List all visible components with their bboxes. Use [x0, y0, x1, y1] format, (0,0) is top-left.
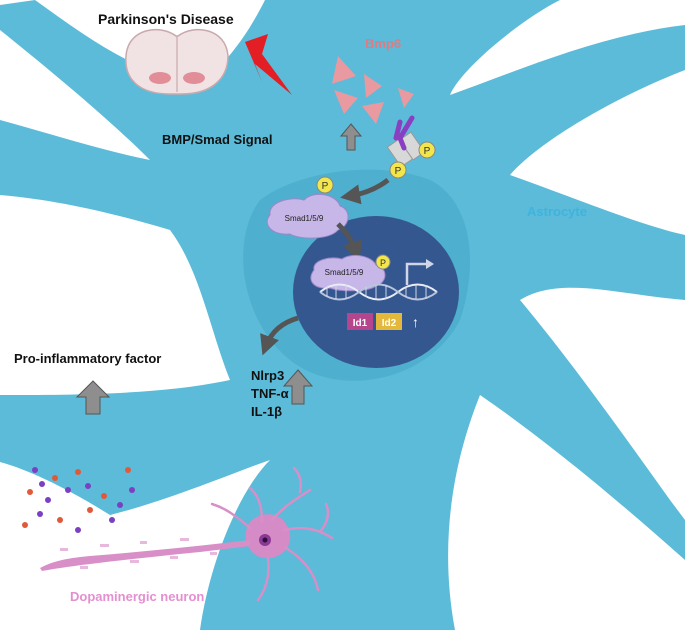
svg-text:Smad1/5/9: Smad1/5/9	[285, 214, 324, 223]
disease-label: Parkinson's Disease	[98, 11, 234, 27]
svg-text:P: P	[380, 258, 386, 268]
pathway-label: BMP/Smad Signal	[162, 132, 273, 147]
factor-list: Nlrp3 TNF-α IL-1β	[251, 368, 289, 419]
pathway-up-arrow-icon	[339, 123, 363, 151]
svg-text:P: P	[322, 181, 329, 192]
transcription-arrow-icon	[405, 262, 426, 285]
nucleus-to-factors-arrow	[260, 315, 299, 356]
neuron-icon	[40, 466, 334, 602]
dna-helix	[319, 283, 438, 301]
id2-box	[376, 313, 402, 330]
lightning-bolt-icon	[245, 34, 292, 95]
svg-text:Smad1/5/9: Smad1/5/9	[325, 268, 364, 277]
neuron-label: Dopaminergic neuron	[70, 589, 204, 604]
factor-tnf: TNF-α	[251, 386, 289, 401]
phospho-near-receptor: P P	[389, 141, 436, 179]
smad-to-nucleus-arrow	[336, 222, 363, 262]
receptor-to-smad-arrow	[340, 177, 390, 205]
svg-text:P: P	[395, 166, 402, 177]
bmp6-ligands	[332, 56, 414, 124]
factor-il1b: IL-1β	[251, 404, 282, 419]
smad-nucleus: Smad1/5/9 P	[310, 254, 391, 292]
pro-inflammatory-up-arrow-icon	[75, 380, 111, 415]
bmp-receptor-icon	[386, 115, 426, 168]
id-upregulation-arrow: ↑	[412, 314, 419, 330]
brain-section-icon	[125, 28, 229, 95]
svg-text:P: P	[424, 146, 431, 157]
released-factor-particles	[22, 467, 135, 533]
id1-box	[347, 313, 373, 330]
astrocyte-label: Astrocyte	[527, 204, 587, 219]
factors-up-arrow-icon	[282, 369, 314, 405]
factor-nlrp3: Nlrp3	[251, 368, 284, 383]
smad-cytoplasm: Smad1/5/9 P	[266, 176, 349, 239]
pro-inflammatory-label: Pro-inflammatory factor	[14, 351, 161, 366]
id1-label: Id1	[353, 318, 368, 329]
id2-label: Id2	[382, 318, 397, 329]
bmp6-label: Bmp6	[365, 36, 401, 51]
